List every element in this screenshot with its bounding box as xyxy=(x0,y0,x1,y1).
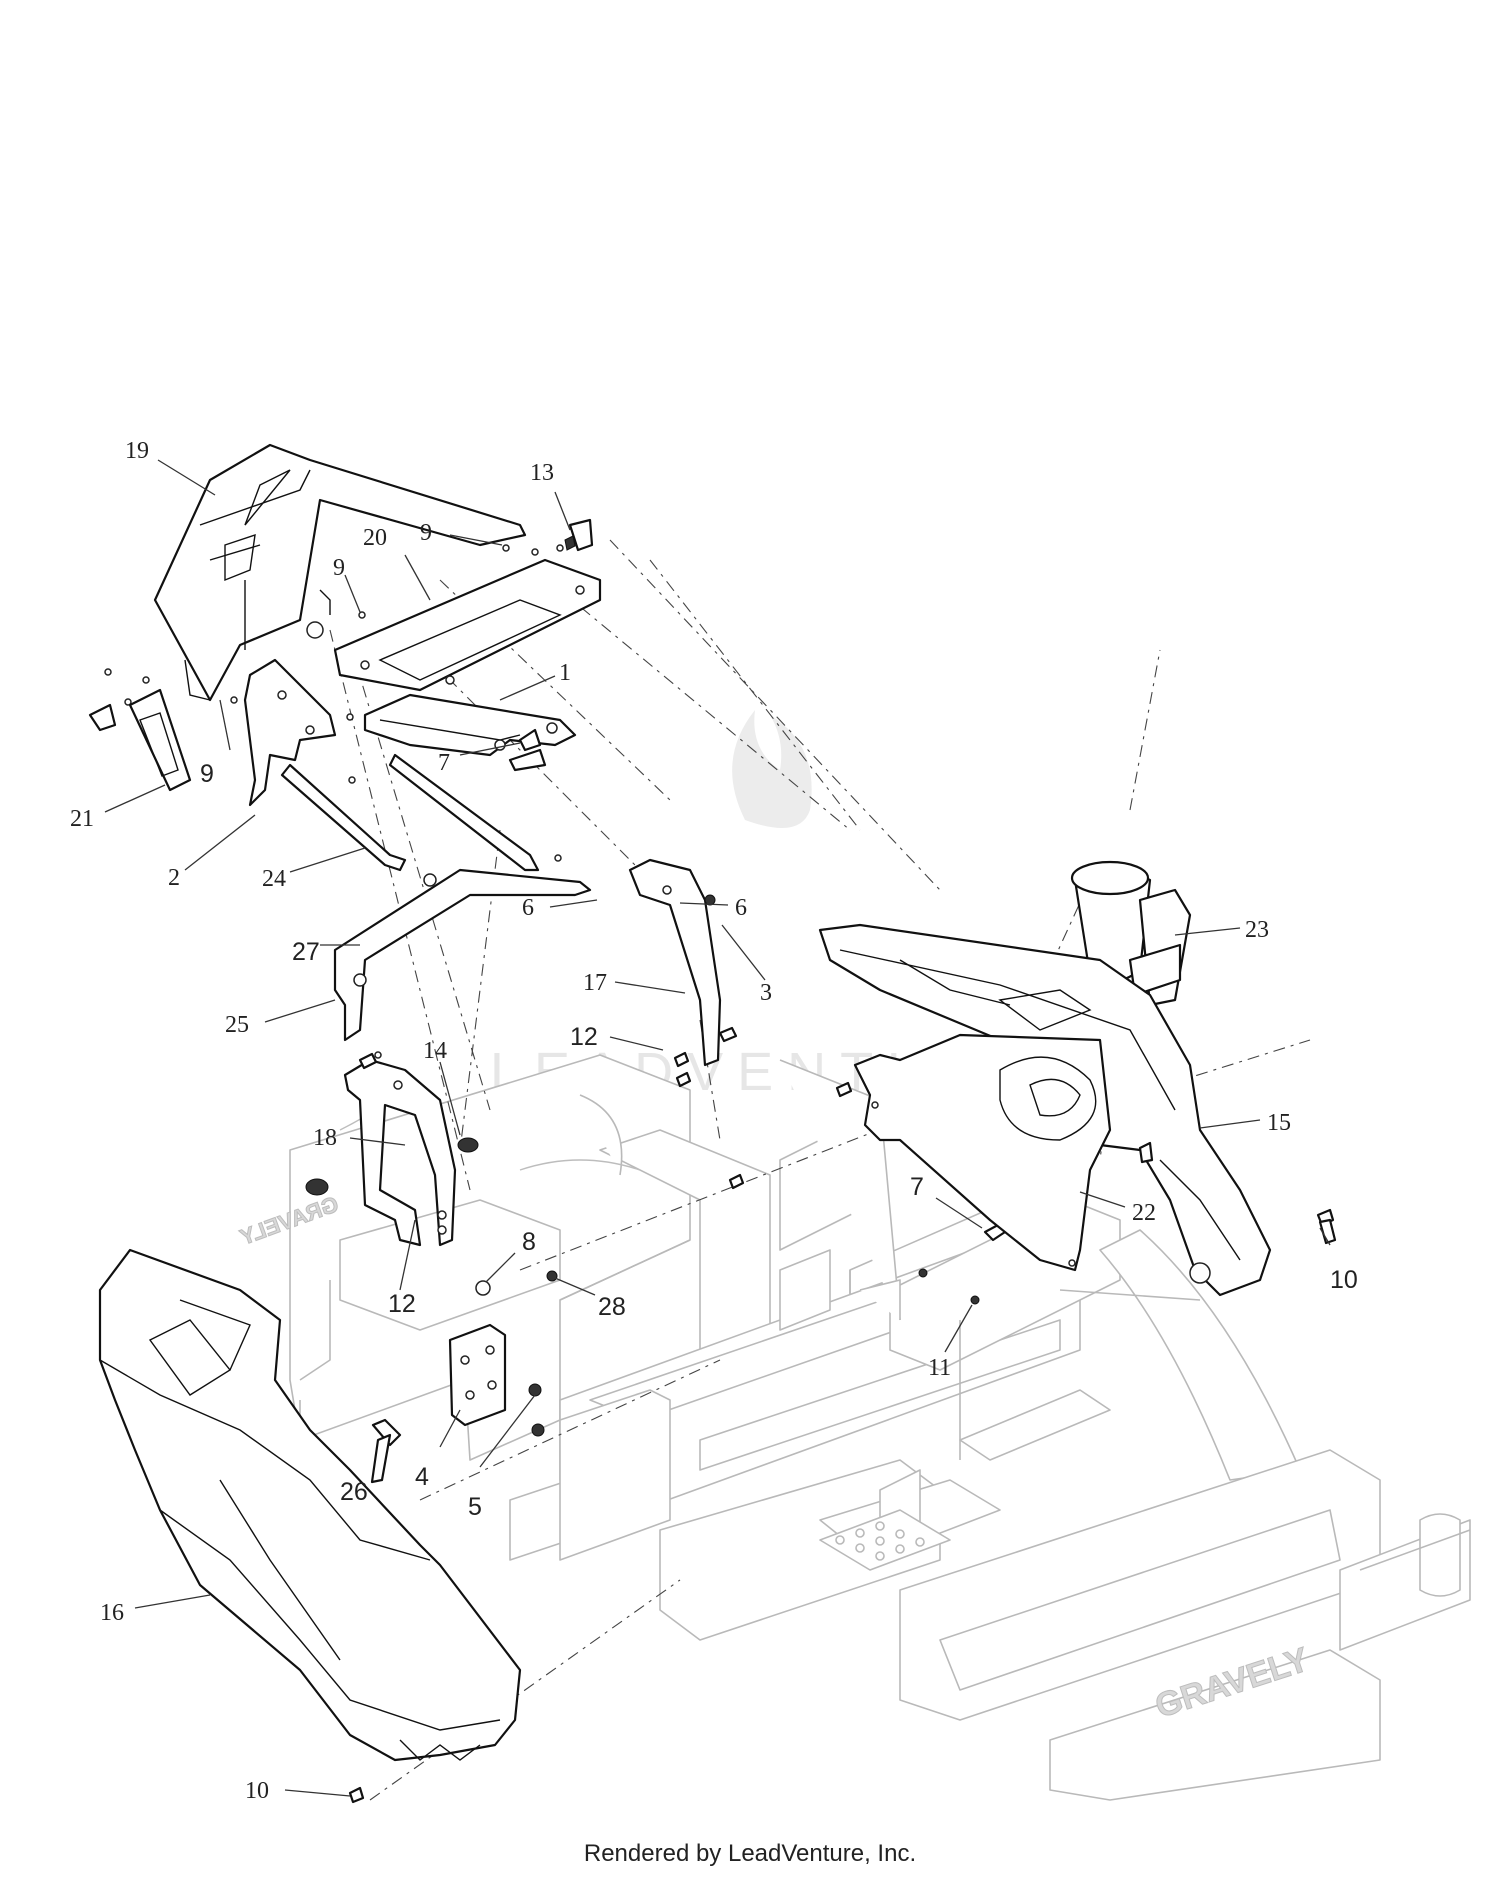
part-20-plate xyxy=(333,558,602,692)
callout-12-top: 12 xyxy=(570,1023,598,1051)
callout-5: 5 xyxy=(468,1493,482,1521)
callout-27: 27 xyxy=(292,938,320,966)
part-10-screw xyxy=(348,1208,1337,1804)
callouts: 19 13 20 9 9 1 9 7 21 2 24 27 6 6 3 23 1… xyxy=(70,438,1358,1804)
callout-20: 20 xyxy=(363,525,387,551)
part-5-nut xyxy=(528,1383,545,1437)
frame-step-plate xyxy=(819,1509,951,1571)
callout-28: 28 xyxy=(598,1293,626,1321)
callout-16: 16 xyxy=(100,1600,124,1626)
part-28-nut xyxy=(546,1270,558,1282)
callout-14: 14 xyxy=(423,1038,447,1064)
part-14-grommet xyxy=(305,1137,479,1196)
callout-24: 24 xyxy=(262,866,286,892)
callout-4: 4 xyxy=(415,1463,429,1491)
callout-9-middle: 9 xyxy=(333,555,345,581)
callout-22: 22 xyxy=(1132,1200,1156,1226)
part-26-bolt xyxy=(370,1418,402,1484)
part-23-cup-holder xyxy=(1070,860,1192,1007)
hardware-misc xyxy=(358,728,853,1190)
callout-3: 3 xyxy=(760,980,772,1006)
part-8-washer xyxy=(475,1280,491,1296)
callout-6-left: 6 xyxy=(522,895,534,921)
mower-frame: GRAVELY GRAVELY xyxy=(236,1054,1471,1801)
leader-lines xyxy=(104,459,1331,1797)
footer-credit: Rendered by LeadVenture, Inc. xyxy=(583,1840,917,1867)
part-25-arm xyxy=(333,868,592,1059)
part-19-top-cover xyxy=(153,443,527,702)
watermark-flame-icon xyxy=(732,710,812,828)
callout-7-top: 7 xyxy=(438,750,450,776)
part-21-side-plate xyxy=(88,688,192,792)
callout-21: 21 xyxy=(70,806,94,832)
part-22-fender-plate xyxy=(853,1033,1112,1272)
callout-13: 13 xyxy=(530,460,554,486)
callout-26: 26 xyxy=(340,1478,368,1506)
callout-18: 18 xyxy=(313,1125,337,1151)
callout-19: 19 xyxy=(125,438,149,464)
part-17-bracket xyxy=(628,858,722,1067)
callout-9-left: 9 xyxy=(200,760,214,788)
callout-12-bottom: 12 xyxy=(388,1290,416,1318)
callout-15: 15 xyxy=(1267,1110,1291,1136)
callout-10-right: 10 xyxy=(1330,1266,1358,1294)
part-24-rod xyxy=(280,753,540,872)
callout-25: 25 xyxy=(225,1012,249,1038)
callout-8: 8 xyxy=(522,1228,536,1256)
part-2-side-bracket xyxy=(243,658,337,807)
hardware-screws-top xyxy=(104,544,564,862)
part-16-front-fender xyxy=(98,1248,522,1762)
part-13-latch xyxy=(564,518,594,552)
callout-23: 23 xyxy=(1245,917,1269,943)
callout-6-right: 6 xyxy=(735,895,747,921)
callout-1: 1 xyxy=(559,660,571,686)
part-18-bracket xyxy=(343,1058,457,1247)
part-11-screw xyxy=(918,1268,980,1305)
callout-7-right: 7 xyxy=(910,1173,924,1201)
part-4-mount xyxy=(448,1323,507,1427)
part-15-fender xyxy=(818,923,1272,1297)
callout-11: 11 xyxy=(928,1355,951,1381)
callout-10-bottom: 10 xyxy=(245,1778,269,1804)
callout-17: 17 xyxy=(583,970,607,996)
callout-2: 2 xyxy=(168,865,180,891)
callout-9-top: 9 xyxy=(420,520,432,546)
